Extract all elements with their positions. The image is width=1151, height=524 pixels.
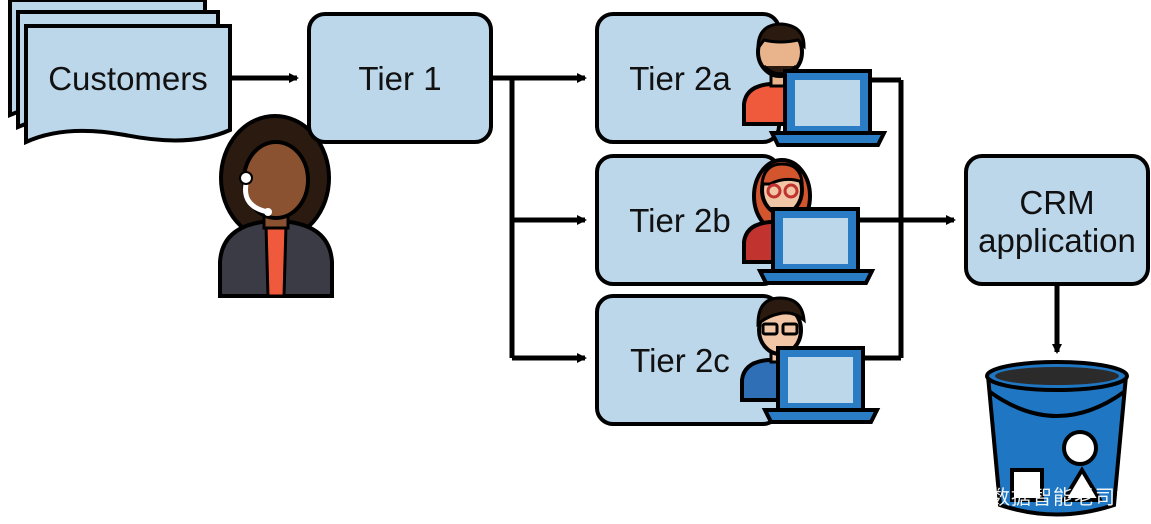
watermark-text: 掘金技术社区 @ 数据智能老司机 [828, 485, 1137, 509]
customers-label: Customers [48, 60, 208, 97]
connectors [230, 73, 1062, 363]
tier2c-label: Tier 2c [630, 342, 730, 379]
customers-document-stack: Customers [8, 0, 232, 146]
tier2b-laptop-icon [756, 207, 876, 285]
tier2a-label: Tier 2a [629, 60, 731, 97]
tier2a-laptop-icon [768, 69, 888, 147]
crm-label-line1: CRM [1019, 184, 1094, 221]
tier2b-label: Tier 2b [629, 202, 730, 239]
support-agent-icon [218, 114, 334, 298]
tier1-label: Tier 1 [358, 60, 441, 97]
crm-label-line2: application [978, 222, 1136, 259]
storage-bucket-icon [985, 360, 1129, 517]
tier2c-laptop-icon [761, 346, 881, 424]
